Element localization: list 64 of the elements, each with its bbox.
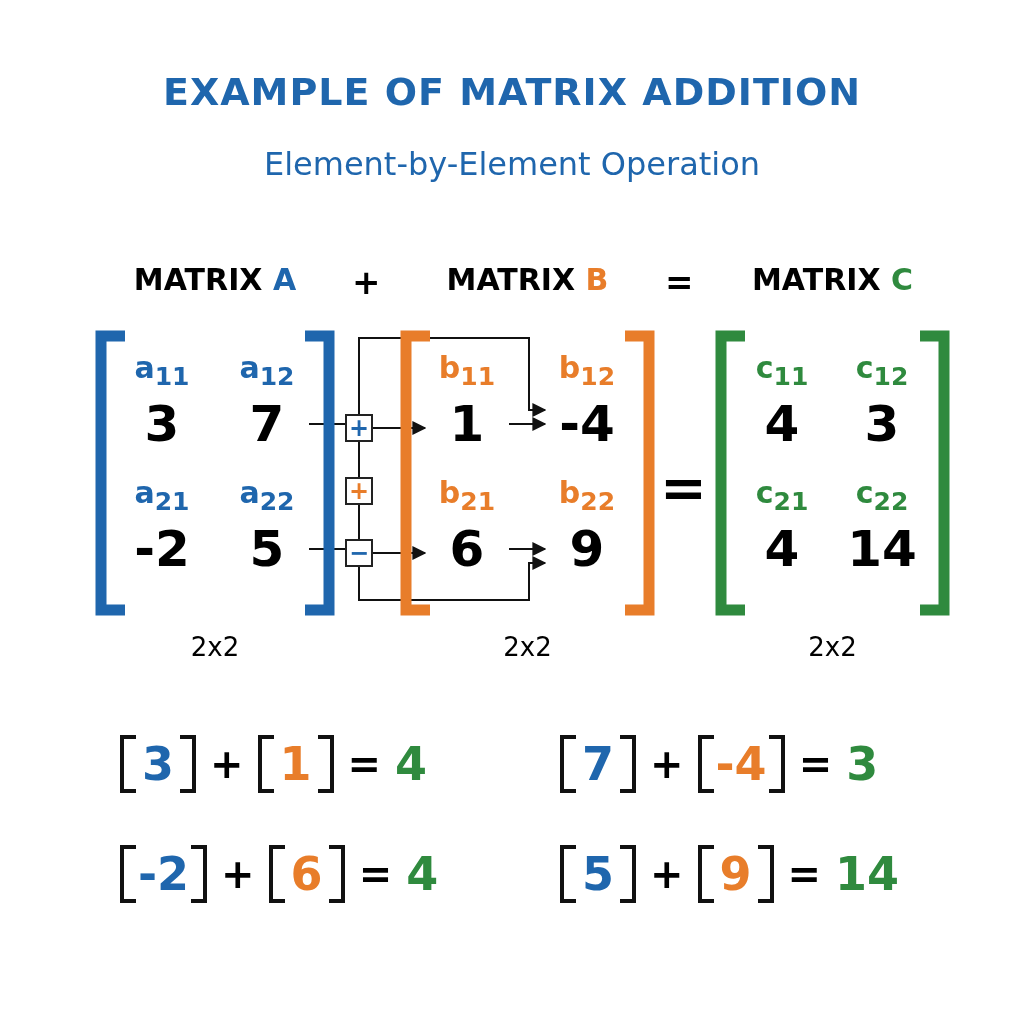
element-name: a$_{12}$	[238, 349, 296, 389]
operator-box: −	[345, 539, 373, 567]
operator-sign: =	[798, 741, 833, 787]
matrix-entry: 3	[143, 394, 181, 455]
subtitle: Element-by-Element Operation	[262, 145, 762, 183]
operator-box: +	[345, 414, 373, 442]
operator-sign: +	[650, 851, 684, 897]
operator-sign: +	[221, 851, 255, 897]
matrix-entry: 9	[568, 519, 606, 580]
element-name: a$_{22}$	[238, 474, 296, 514]
operator-sign: +	[650, 741, 684, 787]
matrix-entry: 7	[248, 394, 286, 455]
matrix-entry: 6	[448, 519, 486, 580]
matrix-entry: -4	[558, 394, 616, 455]
operator-sign: =	[358, 851, 393, 897]
dimension-label: 2x2	[189, 632, 241, 662]
dimension-label: 2x2	[807, 632, 858, 662]
title: EXAMPLE OF MATRIX ADDITION	[161, 70, 863, 114]
result-value: 3	[846, 737, 879, 791]
bracketed-entry: 5	[560, 845, 636, 903]
element-name: c$_{22}$	[854, 474, 910, 514]
result-value: 4	[406, 847, 439, 901]
matrix-entry: 3	[863, 394, 901, 455]
bracketed-entry: 9	[697, 845, 774, 903]
matrix-entry: 4	[763, 394, 801, 455]
operator-box: +	[345, 477, 373, 505]
operator-sign: +	[210, 741, 244, 787]
connector-line	[358, 441, 360, 478]
arrow	[508, 542, 547, 556]
matrix-entry: 1	[448, 394, 486, 455]
bracketed-entry: 1	[257, 735, 334, 793]
operator-sign: =	[787, 851, 822, 897]
result-value: 4	[395, 737, 428, 791]
element-name: a$_{11}$	[133, 349, 191, 389]
matrix-heading: MATRIX B	[445, 262, 610, 297]
bracketed-entry: 6	[268, 845, 345, 903]
operator-sign: =	[347, 741, 382, 787]
operator-sign: +	[352, 262, 381, 302]
element-name: c$_{11}$	[754, 349, 810, 389]
connector-line	[358, 504, 360, 540]
arrow	[358, 556, 547, 601]
bracketed-entry: -4	[697, 735, 785, 793]
element-name: b$_{21}$	[437, 474, 497, 514]
matrix-entry: 4	[763, 519, 801, 580]
matrix-heading: MATRIX C	[750, 262, 915, 297]
matrix-entry: -2	[133, 519, 191, 580]
bracketed-entry: 7	[560, 735, 636, 793]
operator-sign: =	[665, 262, 694, 302]
result-value: 14	[835, 847, 900, 901]
element-name: b$_{22}$	[557, 474, 617, 514]
dimension-label: 2x2	[502, 632, 553, 662]
matrix-entry: 14	[846, 519, 918, 580]
element-name: c$_{21}$	[754, 474, 810, 514]
operator-sign: =	[660, 455, 707, 520]
bracketed-entry: 3	[120, 735, 196, 793]
element-name: c$_{12}$	[854, 349, 910, 389]
matrix-entry: 5	[248, 519, 286, 580]
element-name: b$_{11}$	[437, 349, 497, 389]
element-name: a$_{21}$	[133, 474, 191, 514]
bracketed-entry: -2	[120, 845, 208, 903]
arrow	[508, 417, 547, 431]
element-name: b$_{12}$	[557, 349, 617, 389]
matrix-heading: MATRIX A	[132, 262, 298, 297]
arrow	[358, 337, 547, 417]
